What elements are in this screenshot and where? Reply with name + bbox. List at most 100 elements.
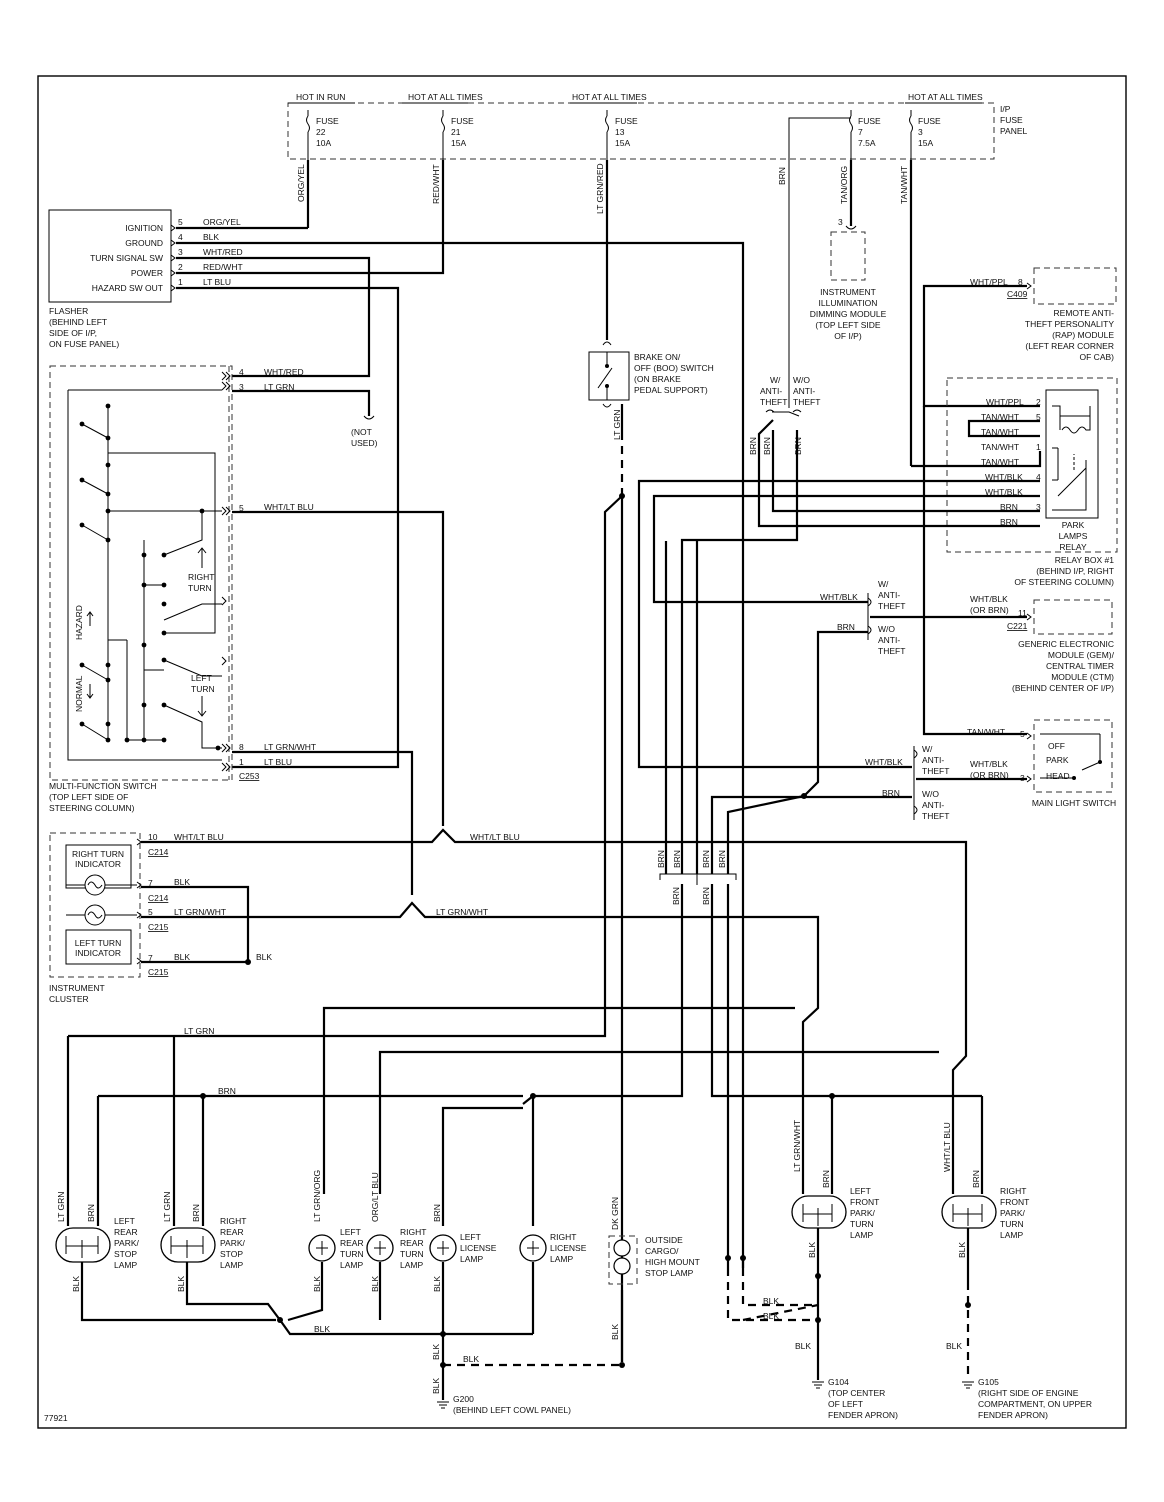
instrument-illumination-dimming-module: 3 INSTRUMENT ILLUMINATION DIMMING MODULE…: [810, 217, 887, 341]
wire-mls-brn: [710, 795, 912, 874]
wire-label-cluster-lt-grn-wht: LT GRN/WHT: [174, 907, 226, 917]
relay-wire-label-8: BRN: [1000, 502, 1018, 512]
ground-g104-id: G104: [828, 1377, 849, 1387]
ground-g200-label: (BEHIND LEFT COWL PANEL): [453, 1405, 571, 1415]
fuse-panel-outline: [287, 102, 995, 160]
flasher-pin-num-1: 1: [178, 277, 183, 287]
left-turn-label-1: LEFT: [191, 673, 212, 683]
right-rear-turn-lamp: ORG/LT BLU BLK RIGHT REAR TURN LAMP: [366, 1172, 426, 1292]
option-wo-gem-3: THEFT: [878, 646, 905, 656]
lamp9-wire-2: BRN: [971, 1170, 981, 1188]
wire-mls-brn-2: [726, 794, 805, 874]
wire-brn-license: [441, 1095, 535, 1226]
wire-label-lt-grn-wht-crossover: LT GRN/WHT: [436, 907, 488, 917]
multifunction-outline: [49, 365, 233, 781]
ground-g105-label-1: (RIGHT SIDE OF ENGINE: [978, 1388, 1079, 1398]
wire-label-flasher-blk: BLK: [203, 232, 219, 242]
lamp7-wire-1: DK GRN: [610, 1197, 620, 1230]
cluster-pin-5: 5: [148, 907, 153, 917]
wire-label-g200-blk-4: BLK: [463, 1354, 479, 1364]
wire-label-brn-bus: BRN: [218, 1086, 236, 1096]
cargo-high-mount-stop-lamp: DK GRN BLK OUTSIDE CARGO/ HIGH MOUNT STO…: [608, 1197, 700, 1340]
feed-label-3: HOT AT ALL TIMES: [572, 92, 647, 102]
lamp9-label-2: FRONT: [1000, 1197, 1029, 1207]
flasher-box: [48, 209, 172, 303]
lamp8-label-1: LEFT: [850, 1186, 871, 1196]
bundle-brn-1: BRN: [656, 850, 666, 868]
gem-pin: 11: [1018, 608, 1027, 618]
lamp1-ground: BLK: [71, 1276, 81, 1292]
wire-brn-rear-lamps: [96, 1094, 523, 1226]
option-wo-top-3: THEFT: [793, 397, 820, 407]
option-w-gem-2: ANTI-: [878, 590, 900, 600]
fuse-3-name: FUSE: [918, 116, 941, 126]
lamp1-wire-2: BRN: [86, 1204, 96, 1222]
relay-pin-1: 1: [1036, 442, 1041, 452]
option-w-gem-3: THEFT: [878, 601, 905, 611]
relay-box-label-1: RELAY BOX #1: [1055, 555, 1114, 565]
lamp2-ground: BLK: [176, 1276, 186, 1292]
option-w-mls-3: THEFT: [922, 766, 949, 776]
splice-cluster-blk: [245, 959, 251, 965]
lamp8-label-2: FRONT: [850, 1197, 879, 1207]
left-front-park-turn-lamp: LT GRN/WHT BRN BLK LEFT FRONT PARK/ TURN…: [791, 1120, 879, 1258]
wire-cluster-blk-a: [141, 885, 250, 962]
relay-box-label-3: OF STEERING COLUMN): [1014, 577, 1114, 587]
flasher-pin-power: POWER: [131, 268, 163, 278]
ground-g104-symbol: [812, 1381, 824, 1389]
wire-label-g104-blk-1: BLK: [763, 1296, 779, 1306]
flasher-label-3: SIDE OF I/P,: [49, 328, 97, 338]
lamp2-label-1: RIGHT: [220, 1216, 246, 1226]
gem-label-2: MODULE (GEM)/: [1048, 650, 1115, 660]
bundle-brn-4: BRN: [717, 850, 727, 868]
fuse-3-symbol: [909, 110, 913, 160]
lamp4-label-4: LAMP: [400, 1260, 423, 1270]
fuse-21-rating: 15A: [451, 138, 466, 148]
fuse-7-rating: 7.5A: [858, 138, 876, 148]
instrument-cluster: RIGHT TURN INDICATOR LEFT TURN INDICATOR…: [49, 832, 226, 1004]
fuse-22-number: 22: [316, 127, 326, 137]
wire-label-flasher-lt-blu: LT BLU: [203, 277, 231, 287]
option-wo-top-1: W/O: [793, 375, 810, 385]
wire-label-brn-b: BRN: [762, 437, 772, 455]
lamp6-label-3: LAMP: [550, 1254, 573, 1264]
ground-g105-label-3: FENDER APRON): [978, 1410, 1048, 1420]
lamp4-label-3: TURN: [400, 1249, 424, 1259]
right-rear-park-stop-lamp: LT GRN BRN BLK RIGHT REAR PARK/ STOP LAM…: [160, 1192, 246, 1292]
mfs-pin-4: 4: [239, 367, 244, 377]
wire-label-flasher-red-wht: RED/WHT: [203, 262, 243, 272]
wire-lt-grn-wht-right: [141, 901, 820, 1194]
wire-label-mfs-wht-lt-blu: WHT/LT BLU: [264, 502, 314, 512]
relay-wire-label-2: TAN/WHT: [981, 412, 1019, 422]
wire-mls-tan-wht: [922, 406, 1027, 736]
multi-function-switch: 4 3 5 8 1 WHT/RED LT GRN WHT/LT BLU LT G…: [49, 365, 316, 813]
wire-brn-right-front: [832, 1094, 984, 1194]
wire-label-mfs-lt-grn-wht: LT GRN/WHT: [264, 742, 316, 752]
ground-g104-label-1: (TOP CENTER: [828, 1388, 885, 1398]
flasher-pin-num-3: 3: [178, 247, 183, 257]
lamp7-label-1: OUTSIDE: [645, 1235, 683, 1245]
wire-lt-grn-not-used: [232, 389, 371, 416]
option-wo-mls-1: W/O: [922, 789, 939, 799]
illum-module-label-5: OF I/P): [834, 331, 862, 341]
wire-label-cluster-blk-b: BLK: [174, 952, 190, 962]
relay-wire-label-3: TAN/WHT: [981, 427, 1019, 437]
right-turn-label-1: RIGHT: [188, 572, 214, 582]
left-turn-arrow: [197, 696, 207, 717]
left-turn-label-2: TURN: [191, 684, 215, 694]
relay-pin-5: 5: [1036, 412, 1041, 422]
wire-label-boo-lt-grn: LT GRN: [612, 410, 622, 440]
wire-label-gem-brn: BRN: [837, 622, 855, 632]
left-turn-indicator-label-2: INDICATOR: [75, 948, 121, 958]
lamp9-label-1: RIGHT: [1000, 1186, 1026, 1196]
bundle-brn-2: BRN: [672, 850, 682, 868]
wire-label-mls-brn: BRN: [882, 788, 900, 798]
mfs-label-3: STEERING COLUMN): [49, 803, 135, 813]
lamp1-label-5: LAMP: [114, 1260, 137, 1270]
wire-wht-red: [176, 256, 371, 378]
lamp8-wire-2: BRN: [821, 1170, 831, 1188]
lamp7-label-4: STOP LAMP: [645, 1268, 694, 1278]
wire-wht-ppl: [922, 284, 1040, 408]
wire-label-org-yel: ORG/YEL: [296, 164, 306, 202]
wire-brn-thin: [788, 117, 851, 408]
